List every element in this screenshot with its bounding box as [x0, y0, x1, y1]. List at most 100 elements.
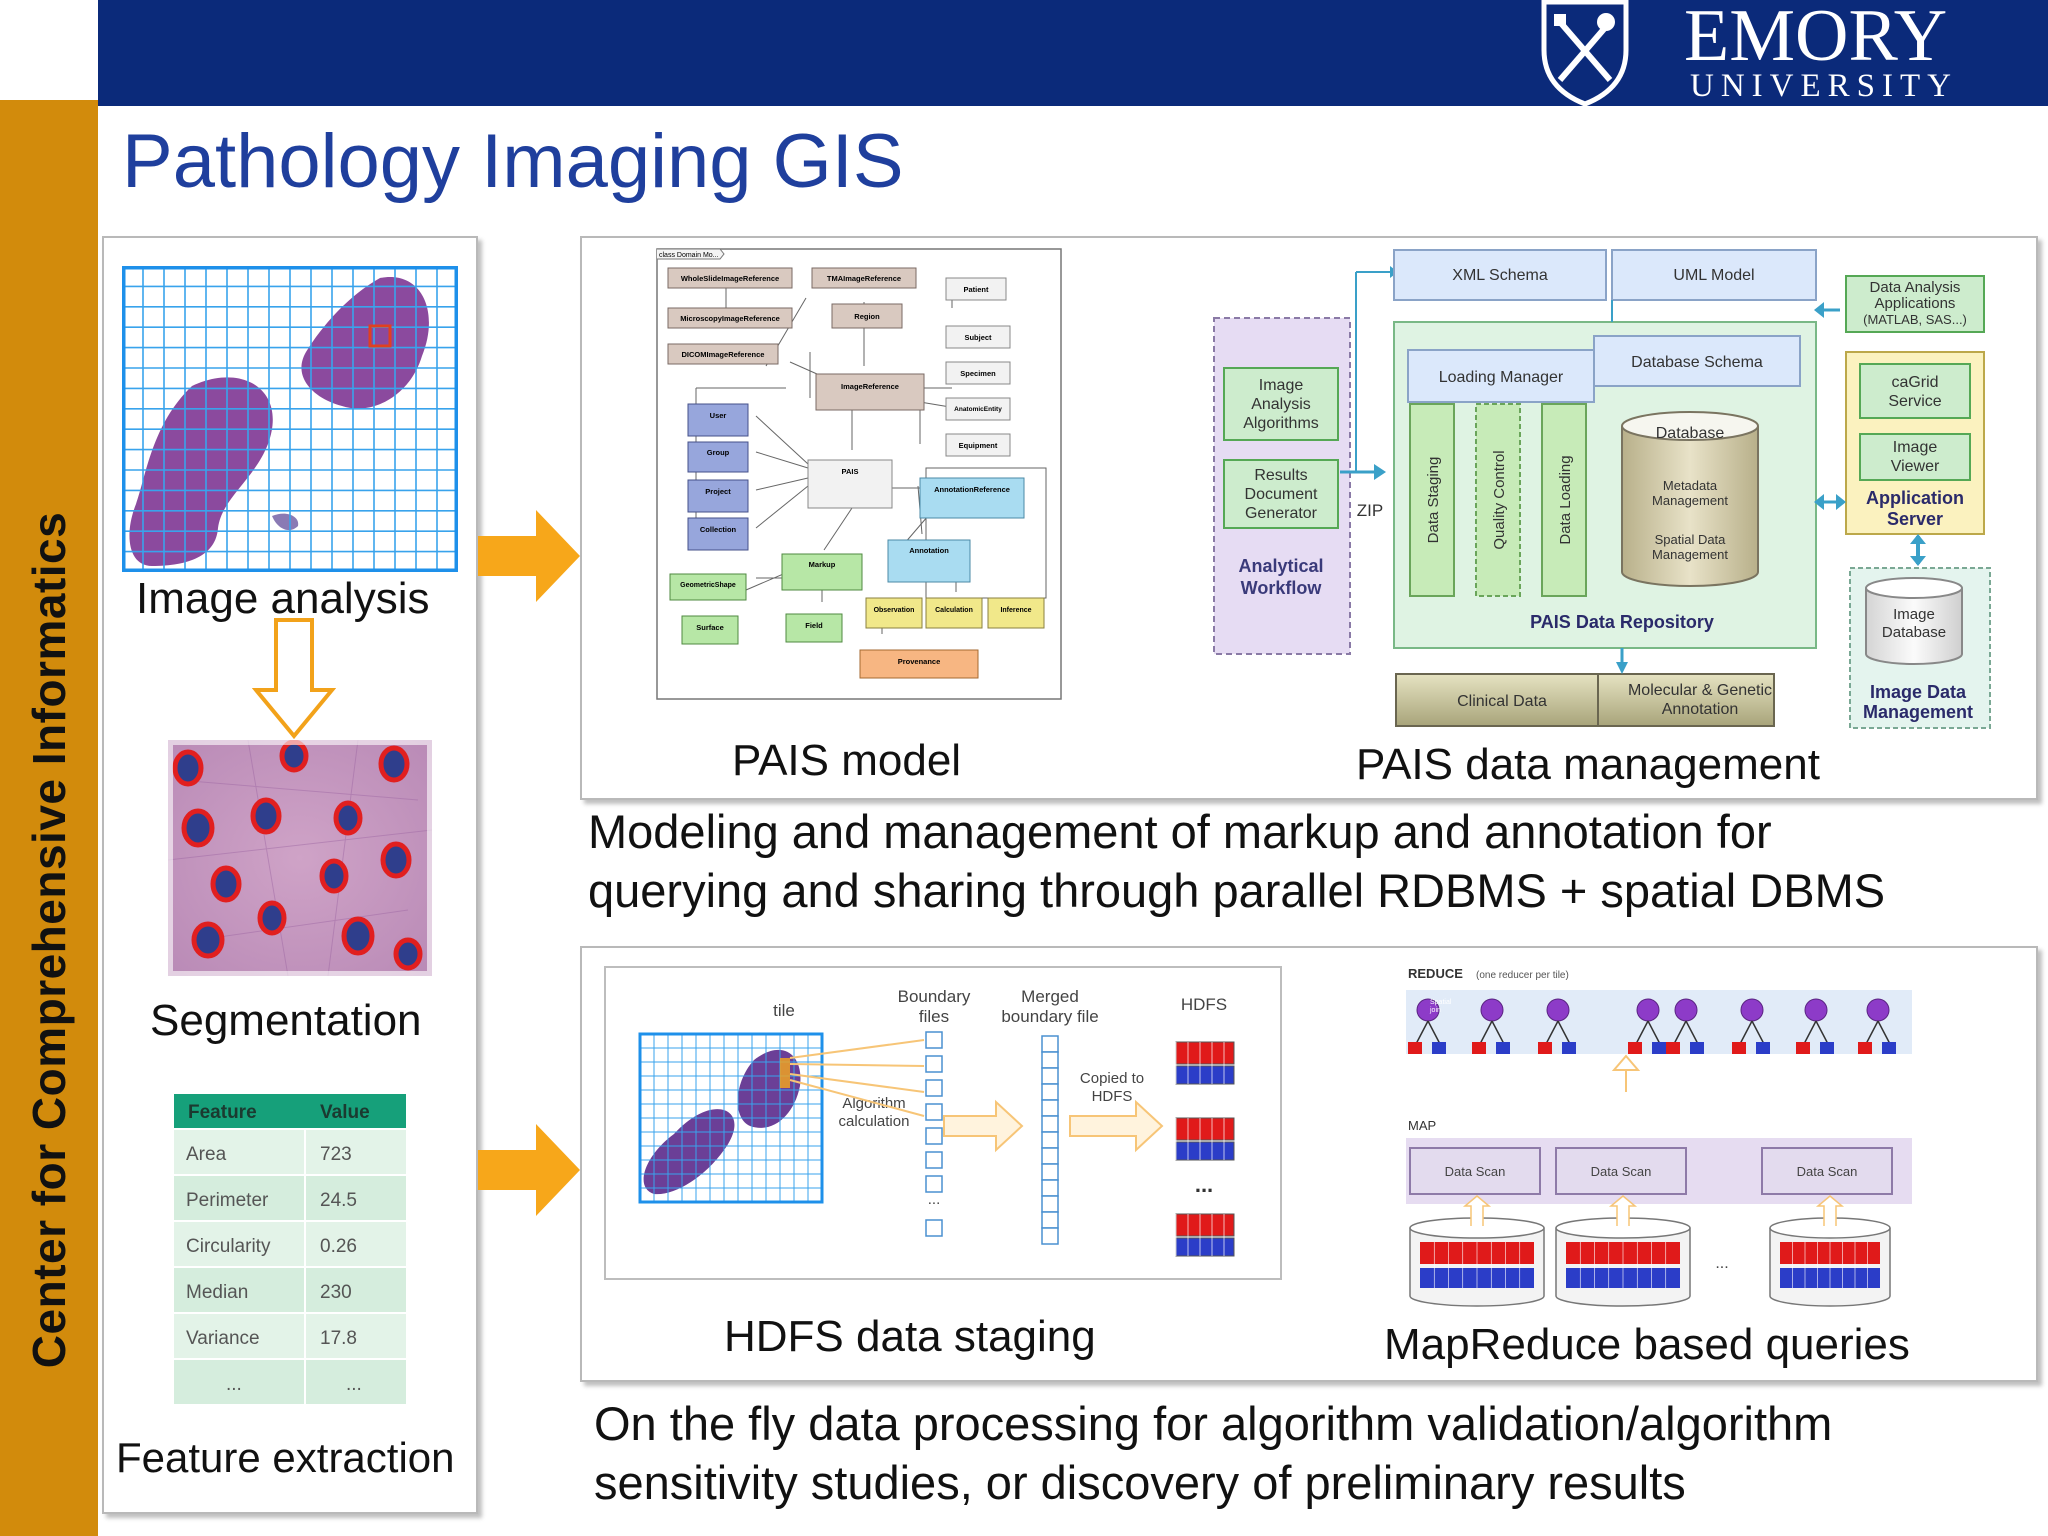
dm-viewer-line1: Image: [1893, 439, 1938, 456]
feature-table-cell: 0.26: [320, 1236, 357, 1257]
image-analysis-label: Image analysis: [136, 574, 430, 623]
feature-table-cell: Perimeter: [186, 1190, 269, 1211]
feature-table-cell: Median: [186, 1282, 248, 1303]
hdfs-merged-line1: Merged: [1021, 987, 1079, 1006]
uml-class-annotationref: AnnotationReference: [934, 485, 1010, 494]
feature-table-header: Value: [320, 1102, 370, 1123]
dm-metadata-line1: Metadata: [1663, 478, 1718, 493]
sidebar-band: Center for Comprehensive Informatics: [0, 100, 98, 1536]
header-bar: [98, 0, 2048, 106]
dm-database-label: Database: [1656, 425, 1725, 442]
uml-class-anatomic: AnatomicEntity: [954, 406, 1002, 413]
uml-class-field: Field: [805, 621, 823, 630]
uml-class-annotation: Annotation: [909, 546, 949, 555]
processing-line-1: On the fly data processing for algorithm…: [594, 1397, 1833, 1450]
dm-imgdb-line1: Image: [1893, 606, 1935, 623]
segmentation-label: Segmentation: [150, 996, 422, 1045]
dm-uml-model: UML Model: [1673, 267, 1754, 284]
feature-table-cell: Variance: [186, 1328, 260, 1349]
dm-imgmgmt-line1: Image Data: [1870, 682, 1967, 702]
dm-appserver-line1: Application: [1866, 488, 1964, 508]
modeling-line-1: Modeling and management of markup and an…: [588, 805, 1772, 858]
feature-table-cell: ...: [346, 1374, 362, 1395]
uml-class-wholeslide: WholeSlideImageReference: [681, 274, 779, 283]
hdfs-copied-line2: HDFS: [1092, 1088, 1133, 1105]
dm-molecular-line2: Annotation: [1662, 701, 1739, 718]
dm-cagrid-line1: caGrid: [1891, 374, 1938, 391]
uml-class-tma: TMAImageReference: [827, 274, 901, 283]
dm-apps-line3: (MATLAB, SAS...): [1863, 312, 1967, 327]
segmentation-image: [168, 740, 432, 976]
dm-rdg-line2: Document: [1245, 486, 1318, 503]
hdfs-boundary-line2: files: [919, 1007, 949, 1026]
hdfs-copied-line1: Copied to: [1080, 1070, 1144, 1087]
feature-table-cell: 24.5: [320, 1190, 357, 1211]
mapreduce-diagram: REDUCE (one reducer per tile) Spatial jo…: [1406, 966, 1912, 1307]
dm-zip: ZIP: [1357, 501, 1383, 520]
dm-data-loading: Data Loading: [1557, 455, 1574, 544]
sidebar-label: Center for Comprehensive Informatics: [23, 511, 75, 1369]
dm-alg-line2: Analysis: [1251, 396, 1311, 413]
uml-class-observation: Observation: [874, 607, 915, 614]
mr-reduce-label: REDUCE: [1408, 966, 1463, 981]
hdfs-alg-line2: calculation: [839, 1113, 910, 1130]
uml-class-markup: Markup: [809, 560, 836, 569]
right-arrow-icon: [478, 510, 580, 602]
dm-alg-line3: Algorithms: [1243, 415, 1319, 432]
pais-model-caption: PAIS model: [732, 736, 962, 785]
mr-map-label: MAP: [1408, 1118, 1436, 1133]
dm-workflow-line1: Analytical: [1238, 556, 1323, 576]
dm-viewer-line2: Viewer: [1891, 458, 1940, 475]
feature-extraction-label: Feature extraction: [116, 1434, 455, 1481]
dm-rdg-line3: Generator: [1245, 505, 1318, 522]
feature-table-cell: 230: [320, 1282, 352, 1303]
uml-class-group: Group: [707, 448, 730, 457]
uml-class-calculation: Calculation: [935, 607, 973, 614]
uml-class-project: Project: [705, 487, 731, 496]
mr-spatial-line2: join: [1429, 1007, 1441, 1014]
dm-apps-line1: Data Analysis: [1870, 279, 1961, 296]
processing-line-2: sensitivity studies, or discovery of pre…: [594, 1456, 1686, 1509]
dm-rdg-line1: Results: [1254, 467, 1307, 484]
mr-scan-1: Data Scan: [1445, 1164, 1506, 1179]
right-arrow-icon: [478, 1124, 580, 1216]
feature-table-header: Feature: [188, 1102, 257, 1123]
dm-clinical-data: Clinical Data: [1457, 693, 1547, 710]
hdfs-staging-diagram: tile Boundary files Merged boundary file…: [604, 966, 1282, 1280]
dm-quality-control: Quality Control: [1491, 450, 1508, 549]
university-name: EMORY: [1684, 0, 1948, 77]
dm-cagrid-line2: Service: [1888, 393, 1941, 410]
dm-repository-label: PAIS Data Repository: [1530, 612, 1714, 632]
down-arrow-icon: [252, 618, 336, 740]
dm-metadata-line2: Management: [1652, 493, 1728, 508]
feature-table-cell: 723: [320, 1144, 352, 1165]
hdfs-caption: HDFS data staging: [724, 1312, 1096, 1361]
mapreduce-caption: MapReduce based queries: [1384, 1320, 1910, 1369]
mr-scan-3: Data Scan: [1797, 1164, 1858, 1179]
dm-apps-line2: Applications: [1875, 295, 1956, 312]
dm-spatial-line2: Management: [1652, 547, 1728, 562]
uml-class-inference: Inference: [1000, 607, 1031, 614]
pais-dm-caption: PAIS data management: [1356, 740, 1820, 789]
dm-loading-manager: Loading Manager: [1439, 369, 1564, 386]
uml-class-specimen: Specimen: [960, 369, 996, 378]
uml-class-pais: PAIS: [842, 467, 859, 476]
mr-spatial-line1: Spatial: [1430, 999, 1452, 1006]
uml-class-region: Region: [854, 312, 880, 321]
university-subtitle: UNIVERSITY: [1690, 68, 1958, 104]
dm-workflow-line2: Workflow: [1241, 578, 1323, 598]
uml-class-collection: Collection: [700, 525, 737, 534]
dm-alg-line1: Image: [1259, 377, 1304, 394]
emory-shield-icon: [1541, 0, 1629, 107]
uml-class-equipment: Equipment: [959, 441, 998, 450]
page-title: Pathology Imaging GIS: [122, 119, 904, 204]
mr-reduce-note: (one reducer per tile): [1476, 970, 1569, 981]
dm-appserver-line2: Server: [1887, 509, 1943, 529]
uml-class-subject: Subject: [964, 333, 992, 342]
feature-table-cell: ...: [226, 1374, 242, 1395]
modeling-line-2: querying and sharing through parallel RD…: [588, 864, 1886, 917]
dm-database-schema: Database Schema: [1631, 354, 1763, 371]
feature-table-cell: Area: [186, 1144, 227, 1165]
uml-class-dicom: DICOMImageReference: [682, 350, 765, 359]
pais-data-management-diagram: Image Analysis Algorithms Results Docume…: [1213, 249, 1991, 729]
